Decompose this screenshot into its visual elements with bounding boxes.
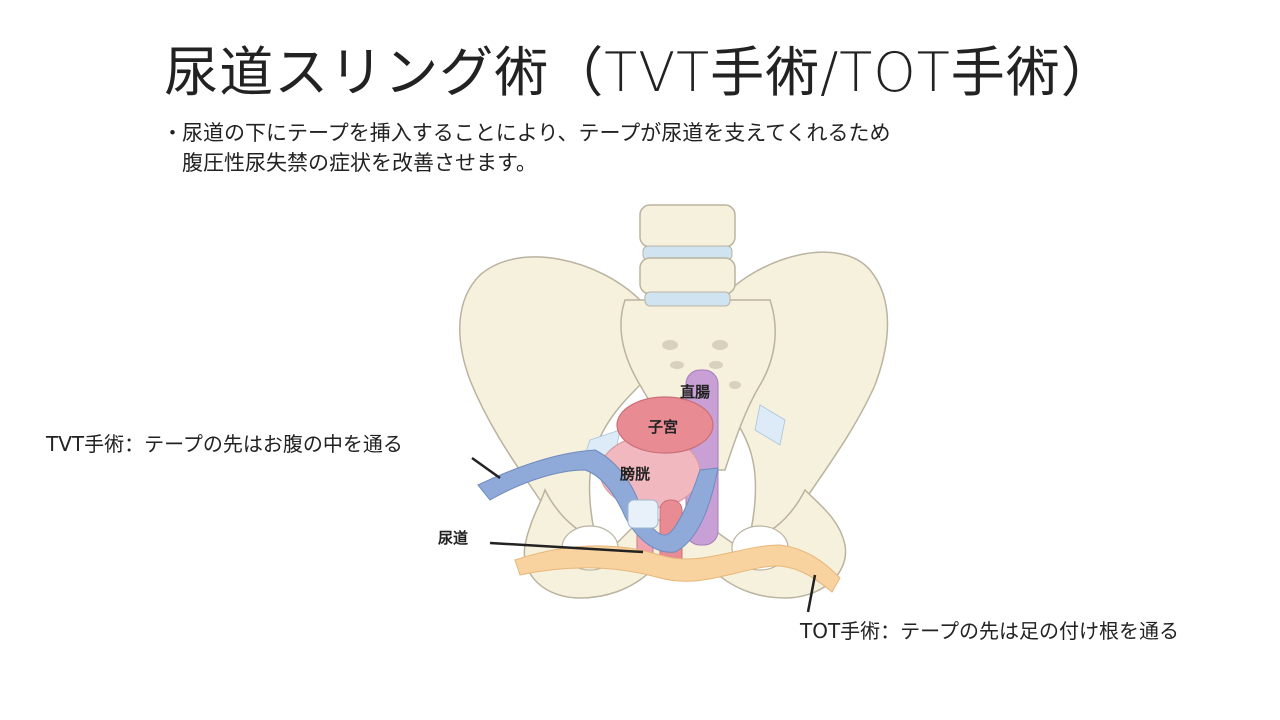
uterus — [616, 396, 714, 454]
tot-callout: TOT手術：テープの先は足の付け根を通る — [800, 619, 1179, 643]
sacral-foramen — [662, 340, 678, 350]
bullet-continuation: 腹圧性尿失禁の症状を改善させます。 — [182, 151, 537, 175]
rectum-label: 直腸 — [680, 383, 710, 401]
bullet-text-line1: 尿道の下にテープを挿入することにより、テープが尿道を支えてくれるため — [182, 121, 891, 145]
bullet-list: ・尿道の下にテープを挿入することにより、テープが尿道を支えてくれるため 腹圧性尿… — [162, 118, 891, 178]
intervertebral-disc — [644, 291, 731, 307]
sacral-foramen — [712, 340, 728, 350]
sacral-foramen — [709, 361, 723, 369]
tape-sleeve — [627, 499, 659, 529]
sacral-foramen — [729, 381, 741, 389]
sacral-foramen — [670, 361, 684, 369]
bullet-marker: ・ — [162, 121, 183, 145]
bullet-item: ・尿道の下にテープを挿入することにより、テープが尿道を支えてくれるため — [162, 118, 891, 148]
vertebra — [639, 257, 736, 295]
urethra-callout-line — [489, 541, 644, 554]
vertebra — [639, 204, 736, 248]
tvt-callout-line — [471, 456, 501, 480]
bladder-label: 膀胱 — [620, 465, 650, 483]
ligament — [754, 404, 786, 446]
uterus-label: 子宮 — [648, 418, 678, 436]
urethra-label: 尿道 — [438, 529, 468, 547]
tot-tape — [514, 544, 841, 593]
tvt-callout: TVT手術：テープの先はお腹の中を通る — [46, 432, 403, 456]
tvt-tape — [477, 449, 719, 553]
tot-callout-line — [806, 574, 817, 613]
slide-title: 尿道スリング術（TVT手術/TOT手術） — [164, 41, 1116, 104]
